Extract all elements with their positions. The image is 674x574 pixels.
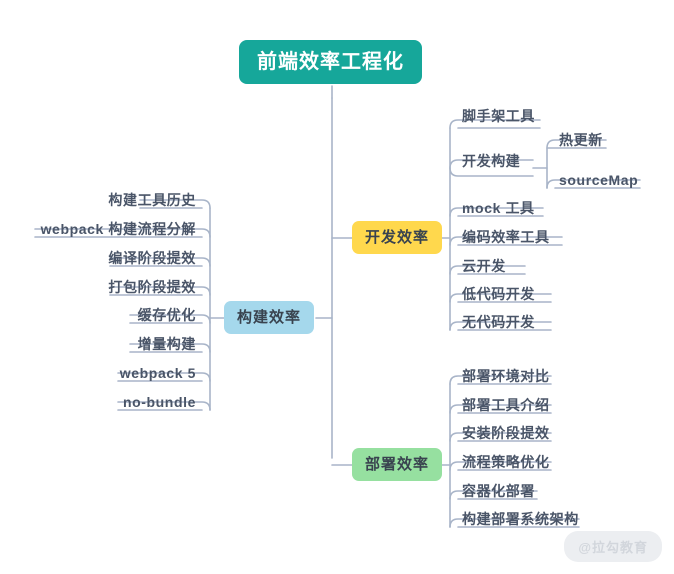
- leaf-label: webpack 5: [119, 365, 196, 381]
- leaf-node-dev-3[interactable]: 编码效率工具: [456, 225, 556, 250]
- leaf-label: 缓存优化: [137, 307, 196, 323]
- leaf-node-deploy-3[interactable]: 流程策略优化: [456, 450, 556, 475]
- leaf-label: 热更新: [559, 132, 603, 148]
- leaf-node-build-5[interactable]: 增量构建: [60, 332, 202, 357]
- branch-node-build[interactable]: 构建效率: [224, 301, 315, 334]
- leaf-label: 低代码开发: [462, 286, 535, 302]
- leaf-node-dev-1-1[interactable]: sourceMap: [553, 168, 644, 193]
- leaf-node-build-3[interactable]: 打包阶段提效: [60, 275, 202, 300]
- leaf-node-dev-1[interactable]: 开发构建: [456, 149, 526, 174]
- leaf-label: 构建工具历史: [108, 192, 196, 208]
- branch-node-build-label: 构建效率: [237, 309, 302, 326]
- leaf-label: sourceMap: [559, 172, 639, 188]
- leaf-node-build-4[interactable]: 缓存优化: [60, 303, 202, 328]
- leaf-node-deploy-1[interactable]: 部署工具介绍: [456, 393, 556, 418]
- root-node[interactable]: 前端效率工程化: [239, 40, 422, 84]
- watermark: @拉勾教育: [564, 531, 662, 562]
- branch-node-dev-label: 开发效率: [365, 229, 430, 246]
- leaf-label: 流程策略优化: [462, 454, 550, 470]
- leaf-node-dev-5[interactable]: 低代码开发: [456, 282, 541, 307]
- leaf-node-dev-4[interactable]: 云开发: [456, 254, 512, 279]
- leaf-node-deploy-4[interactable]: 容器化部署: [456, 479, 541, 504]
- leaf-label: 增量构建: [137, 336, 196, 352]
- leaf-node-deploy-0[interactable]: 部署环境对比: [456, 364, 556, 389]
- leaf-node-dev-1-0[interactable]: 热更新: [553, 128, 609, 153]
- leaf-label: 编译阶段提效: [108, 250, 196, 266]
- leaf-node-build-6[interactable]: webpack 5: [60, 361, 202, 386]
- leaf-node-dev-0[interactable]: 脚手架工具: [456, 104, 541, 129]
- leaf-node-dev-6[interactable]: 无代码开发: [456, 310, 541, 335]
- leaf-node-build-7[interactable]: no-bundle: [60, 390, 202, 415]
- watermark-label: @拉勾教育: [578, 540, 648, 555]
- leaf-label: 安装阶段提效: [462, 425, 550, 441]
- leaf-label: 云开发: [462, 258, 506, 274]
- leaf-label: 打包阶段提效: [108, 279, 196, 295]
- leaf-node-dev-2[interactable]: mock 工具: [456, 196, 541, 221]
- leaf-node-deploy-5[interactable]: 构建部署系统架构: [456, 507, 585, 532]
- branch-node-deploy[interactable]: 部署效率: [352, 448, 443, 481]
- leaf-label: no-bundle: [122, 394, 196, 410]
- leaf-label: 部署环境对比: [462, 368, 550, 384]
- leaf-label: 无代码开发: [462, 314, 535, 330]
- leaf-label: 部署工具介绍: [462, 397, 550, 413]
- leaf-node-build-2[interactable]: 编译阶段提效: [60, 246, 202, 271]
- leaf-label: mock 工具: [462, 200, 535, 216]
- branch-node-dev[interactable]: 开发效率: [352, 221, 443, 254]
- leaf-label: 编码效率工具: [462, 229, 550, 245]
- branch-node-deploy-label: 部署效率: [365, 456, 430, 473]
- leaf-label: webpack 构建流程分解: [40, 221, 196, 237]
- leaf-node-build-0[interactable]: 构建工具历史: [60, 188, 202, 213]
- leaf-node-build-1[interactable]: webpack 构建流程分解: [30, 217, 202, 242]
- leaf-label: 容器化部署: [462, 483, 535, 499]
- leaf-label: 脚手架工具: [462, 108, 535, 124]
- root-node-label: 前端效率工程化: [257, 51, 404, 73]
- leaf-node-deploy-2[interactable]: 安装阶段提效: [456, 421, 556, 446]
- leaf-label: 构建部署系统架构: [462, 511, 579, 527]
- leaf-label: 开发构建: [462, 153, 521, 169]
